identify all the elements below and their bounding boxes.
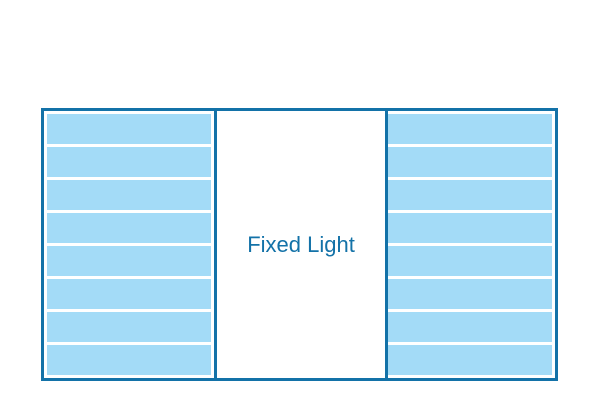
fixed-light-label: Fixed Light bbox=[247, 231, 355, 257]
right-louver-slat bbox=[388, 312, 552, 342]
window-frame: Fixed Light bbox=[41, 108, 558, 381]
left-louver-panel bbox=[44, 111, 214, 378]
left-louver-slat bbox=[47, 312, 211, 342]
mullion-right bbox=[385, 111, 388, 378]
left-louver-slat bbox=[47, 213, 211, 243]
right-louver-panel bbox=[385, 111, 555, 378]
right-louver-slat bbox=[388, 345, 552, 375]
right-louver-slat bbox=[388, 279, 552, 309]
mullion-left bbox=[214, 111, 217, 378]
left-louver-slat bbox=[47, 279, 211, 309]
left-louver-slat bbox=[47, 180, 211, 210]
right-louver-slat bbox=[388, 180, 552, 210]
left-louver-slat bbox=[47, 345, 211, 375]
left-louver-slat bbox=[47, 246, 211, 276]
fixed-light-pane: Fixed Light bbox=[217, 111, 385, 378]
right-louver-slat bbox=[388, 246, 552, 276]
left-louver-slat bbox=[47, 147, 211, 177]
right-louver-slat bbox=[388, 147, 552, 177]
left-louver-slat bbox=[47, 114, 211, 144]
right-louver-slat bbox=[388, 213, 552, 243]
right-louver-slat bbox=[388, 114, 552, 144]
